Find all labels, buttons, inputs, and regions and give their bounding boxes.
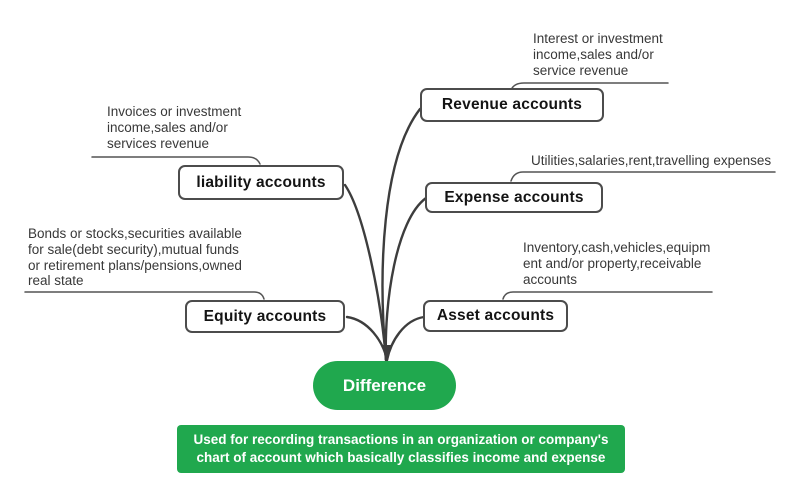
callout-liability xyxy=(91,156,261,165)
note-asset-accounts: Inventory,cash,vehicles,equipm ent and/o… xyxy=(523,240,711,288)
node-asset-accounts: Asset accounts xyxy=(423,300,568,332)
note-liability-accounts: Invoices or investment income,sales and/… xyxy=(107,104,242,152)
callout-expense xyxy=(510,171,776,182)
note-expense-accounts: Utilities,salaries,rent,travelling expen… xyxy=(531,153,772,168)
node-revenue-accounts: Revenue accounts xyxy=(420,88,604,122)
callout-asset xyxy=(502,291,713,300)
note-revenue-accounts: Interest or investment income,sales and/… xyxy=(533,31,663,79)
footer-description: Used for recording transactions in an or… xyxy=(177,425,625,473)
node-equity-accounts: Equity accounts xyxy=(185,300,345,333)
node-liability-accounts: liability accounts xyxy=(178,165,344,200)
branch-expense xyxy=(384,196,428,362)
branch-revenue xyxy=(381,107,422,362)
note-equity-accounts: Bonds or stocks,securities available for… xyxy=(28,226,242,289)
branch-stem xyxy=(382,345,391,362)
node-expense-accounts: Expense accounts xyxy=(425,182,603,213)
branch-asset xyxy=(385,315,426,362)
branch-liability xyxy=(343,183,388,362)
center-node-difference: Difference xyxy=(313,361,456,410)
callout-equity xyxy=(24,291,265,300)
